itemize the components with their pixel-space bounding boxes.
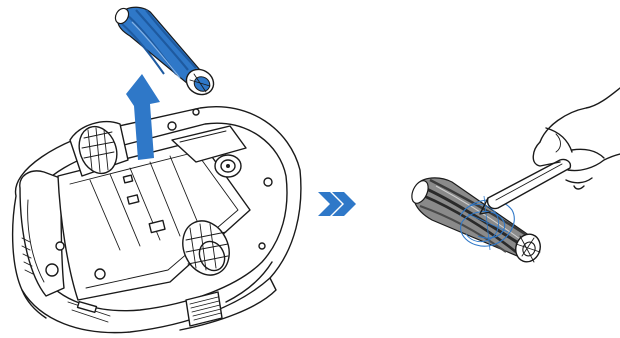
cleaning-tool <box>480 159 570 214</box>
main-brush-lifted <box>113 6 218 99</box>
caster-wheel <box>215 155 241 177</box>
double-chevron-right-icon <box>318 192 356 216</box>
robot-vacuum <box>13 107 301 333</box>
